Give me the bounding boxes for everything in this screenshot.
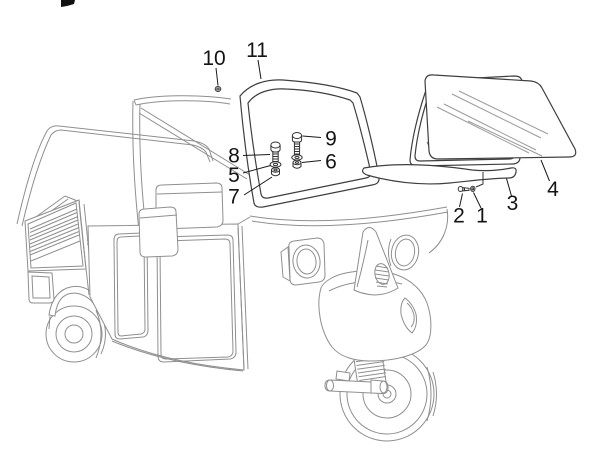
front-mudguard (318, 270, 432, 362)
callout-10-leader (215, 67, 219, 86)
callout-10-label: 10 (202, 47, 225, 70)
callout-8: 8 (228, 145, 271, 168)
screw-2 (457, 186, 470, 192)
callout-7-label: 7 (228, 186, 240, 209)
callout-5-leader (242, 165, 271, 174)
callout-9-label: 9 (325, 128, 337, 151)
nut-7 (271, 167, 280, 177)
callout-1-leader (473, 192, 482, 209)
callout-3-leader (506, 178, 512, 197)
callout-6-leader (301, 160, 322, 163)
roll-cage (16, 95, 251, 232)
callout-3: 3 (506, 178, 519, 215)
callout-4-label: 4 (547, 178, 559, 201)
callout-4: 4 (540, 159, 559, 201)
callout-5-label: 5 (228, 164, 240, 187)
callout-1-label: 1 (476, 205, 488, 228)
callout-6-label: 6 (325, 151, 337, 174)
seat (138, 182, 224, 258)
callout-11-label: 11 (246, 39, 268, 62)
front-axle (324, 370, 389, 395)
callout-5: 5 (228, 164, 271, 187)
nut-6 (292, 159, 302, 169)
callout-3-label: 3 (507, 192, 519, 215)
callout-8-leader (242, 154, 271, 156)
callout-4-leader (540, 159, 550, 182)
bolt-9 (291, 132, 303, 161)
callout-7: 7 (228, 176, 273, 209)
rear-wheel (45, 305, 106, 363)
callout-11: 11 (246, 39, 268, 80)
headlight-left (280, 237, 326, 286)
page-corner-mark (61, 0, 75, 7)
callout-10: 10 (202, 47, 226, 86)
washer-5 (269, 161, 282, 168)
vehicle-drawing (16, 95, 449, 442)
windscreen-glass (424, 74, 577, 160)
roof-panel (133, 95, 232, 106)
windscreen-frame (239, 79, 380, 208)
callout-9-leader (302, 135, 322, 138)
washer-1 (470, 185, 476, 192)
callout-7-leader (243, 176, 273, 196)
callout-2-leader (459, 193, 463, 208)
headlight-right (388, 234, 420, 271)
cowl-panel (249, 206, 449, 254)
callouts: 1 2 3 4 5 6 7 8 (202, 39, 559, 228)
callout-9: 9 (302, 128, 337, 151)
callout-8-label: 8 (228, 145, 240, 168)
callout-1: 1 (473, 192, 488, 228)
rubber-seal (361, 164, 517, 185)
bolt-8 (270, 141, 281, 164)
door-left (113, 232, 149, 340)
callout-6: 6 (301, 151, 337, 174)
glass-reflection-lines (436, 90, 549, 157)
callout-2: 2 (453, 193, 465, 228)
seal-reference-line (475, 172, 484, 188)
steering-neck (353, 227, 399, 296)
callout-11-leader (257, 59, 262, 80)
nut-10 (214, 86, 222, 92)
horn-grille (374, 263, 390, 288)
windscreen-assembly (214, 74, 577, 208)
cargo-headboard (24, 199, 129, 304)
callout-2-label: 2 (453, 205, 465, 228)
